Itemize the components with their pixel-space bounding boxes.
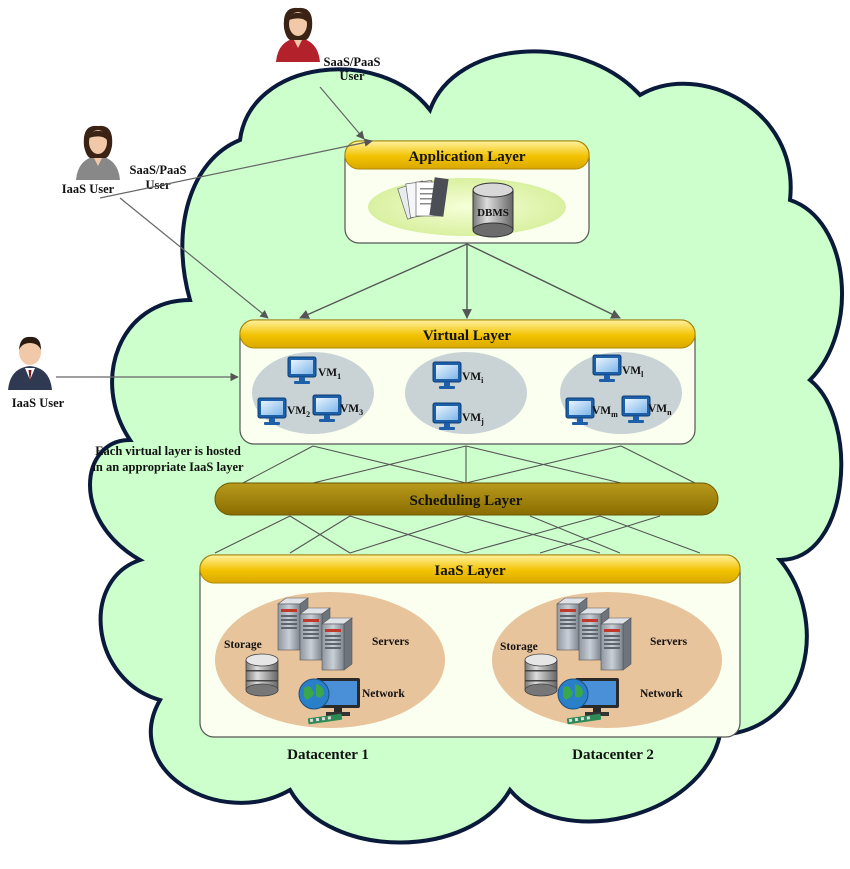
user-label: IaaS User xyxy=(12,396,65,410)
application-layer-header xyxy=(344,140,590,170)
vm-label: VM2 xyxy=(287,405,310,419)
male-user-icon xyxy=(8,336,52,390)
virtual-layer-note: in an appropriate IaaS layer xyxy=(92,460,244,474)
female-user-icon xyxy=(76,125,120,180)
vm-label: VMl xyxy=(622,365,644,379)
iaas-layer: IaaS Layer Storage Servers Network Stora… xyxy=(199,554,741,738)
vm-label: VMm xyxy=(592,405,618,419)
user-label: SaaS/PaaS xyxy=(130,163,187,177)
storage-icon xyxy=(524,653,558,697)
user-label: IaaS User xyxy=(62,182,115,196)
application-layer-title: Application Layer xyxy=(408,149,525,165)
server-icon xyxy=(321,617,353,671)
virtual-layer-note: Each virtual layer is hosted xyxy=(95,444,241,458)
saas-paas-user-top: SaaS/PaaS User xyxy=(276,7,381,83)
user-label: User xyxy=(340,69,365,83)
application-layer: Application Layer DBMS xyxy=(344,140,590,244)
application-ellipse xyxy=(368,178,566,236)
iaas-layer-title: IaaS Layer xyxy=(434,563,506,579)
scheduling-layer-title: Scheduling Layer xyxy=(410,493,523,509)
virtual-layer: Virtual Layer VM1 VM2 VM3 VMi VMj VMl VM… xyxy=(239,319,696,445)
dbms-label: DBMS xyxy=(477,207,509,219)
servers-label: Servers xyxy=(372,636,410,648)
user-arrow xyxy=(99,138,373,199)
virtual-layer-title: Virtual Layer xyxy=(423,328,512,344)
documents-icon xyxy=(397,177,449,220)
user-label: User xyxy=(146,178,171,192)
virtual-layer-header xyxy=(239,319,696,349)
vm-label: VMn xyxy=(648,403,672,417)
app-to-virtual-arrows xyxy=(299,243,621,319)
virtual-to-scheduling-links xyxy=(242,445,696,484)
vm-label: VM3 xyxy=(340,403,363,417)
female-user-icon xyxy=(276,7,320,62)
iaas-and-saas-user-middle: SaaS/PaaS User IaaS User xyxy=(62,125,187,196)
server-icon xyxy=(600,617,632,671)
network-label: Network xyxy=(362,688,405,700)
servers-label: Servers xyxy=(650,636,688,648)
vm-label: VM1 xyxy=(318,367,341,381)
iaas-layer-header xyxy=(199,554,741,584)
storage-label: Storage xyxy=(500,641,538,653)
datacenter-2-label: Datacenter 2 xyxy=(572,747,654,763)
iaas-user-left: IaaS User xyxy=(8,336,65,410)
storage-icon xyxy=(245,653,279,697)
vm-label: VMj xyxy=(462,412,484,426)
datacenter-1-label: Datacenter 1 xyxy=(287,747,369,763)
vm-label: VMi xyxy=(462,371,484,385)
user-arrow xyxy=(319,86,365,140)
user-label: SaaS/PaaS xyxy=(324,55,381,69)
user-arrow xyxy=(119,197,269,319)
scheduling-layer xyxy=(214,482,719,516)
dbms-icon: DBMS xyxy=(472,182,514,238)
network-label: Network xyxy=(640,688,683,700)
scheduling-to-iaas-links xyxy=(214,515,701,554)
storage-label: Storage xyxy=(224,639,262,651)
